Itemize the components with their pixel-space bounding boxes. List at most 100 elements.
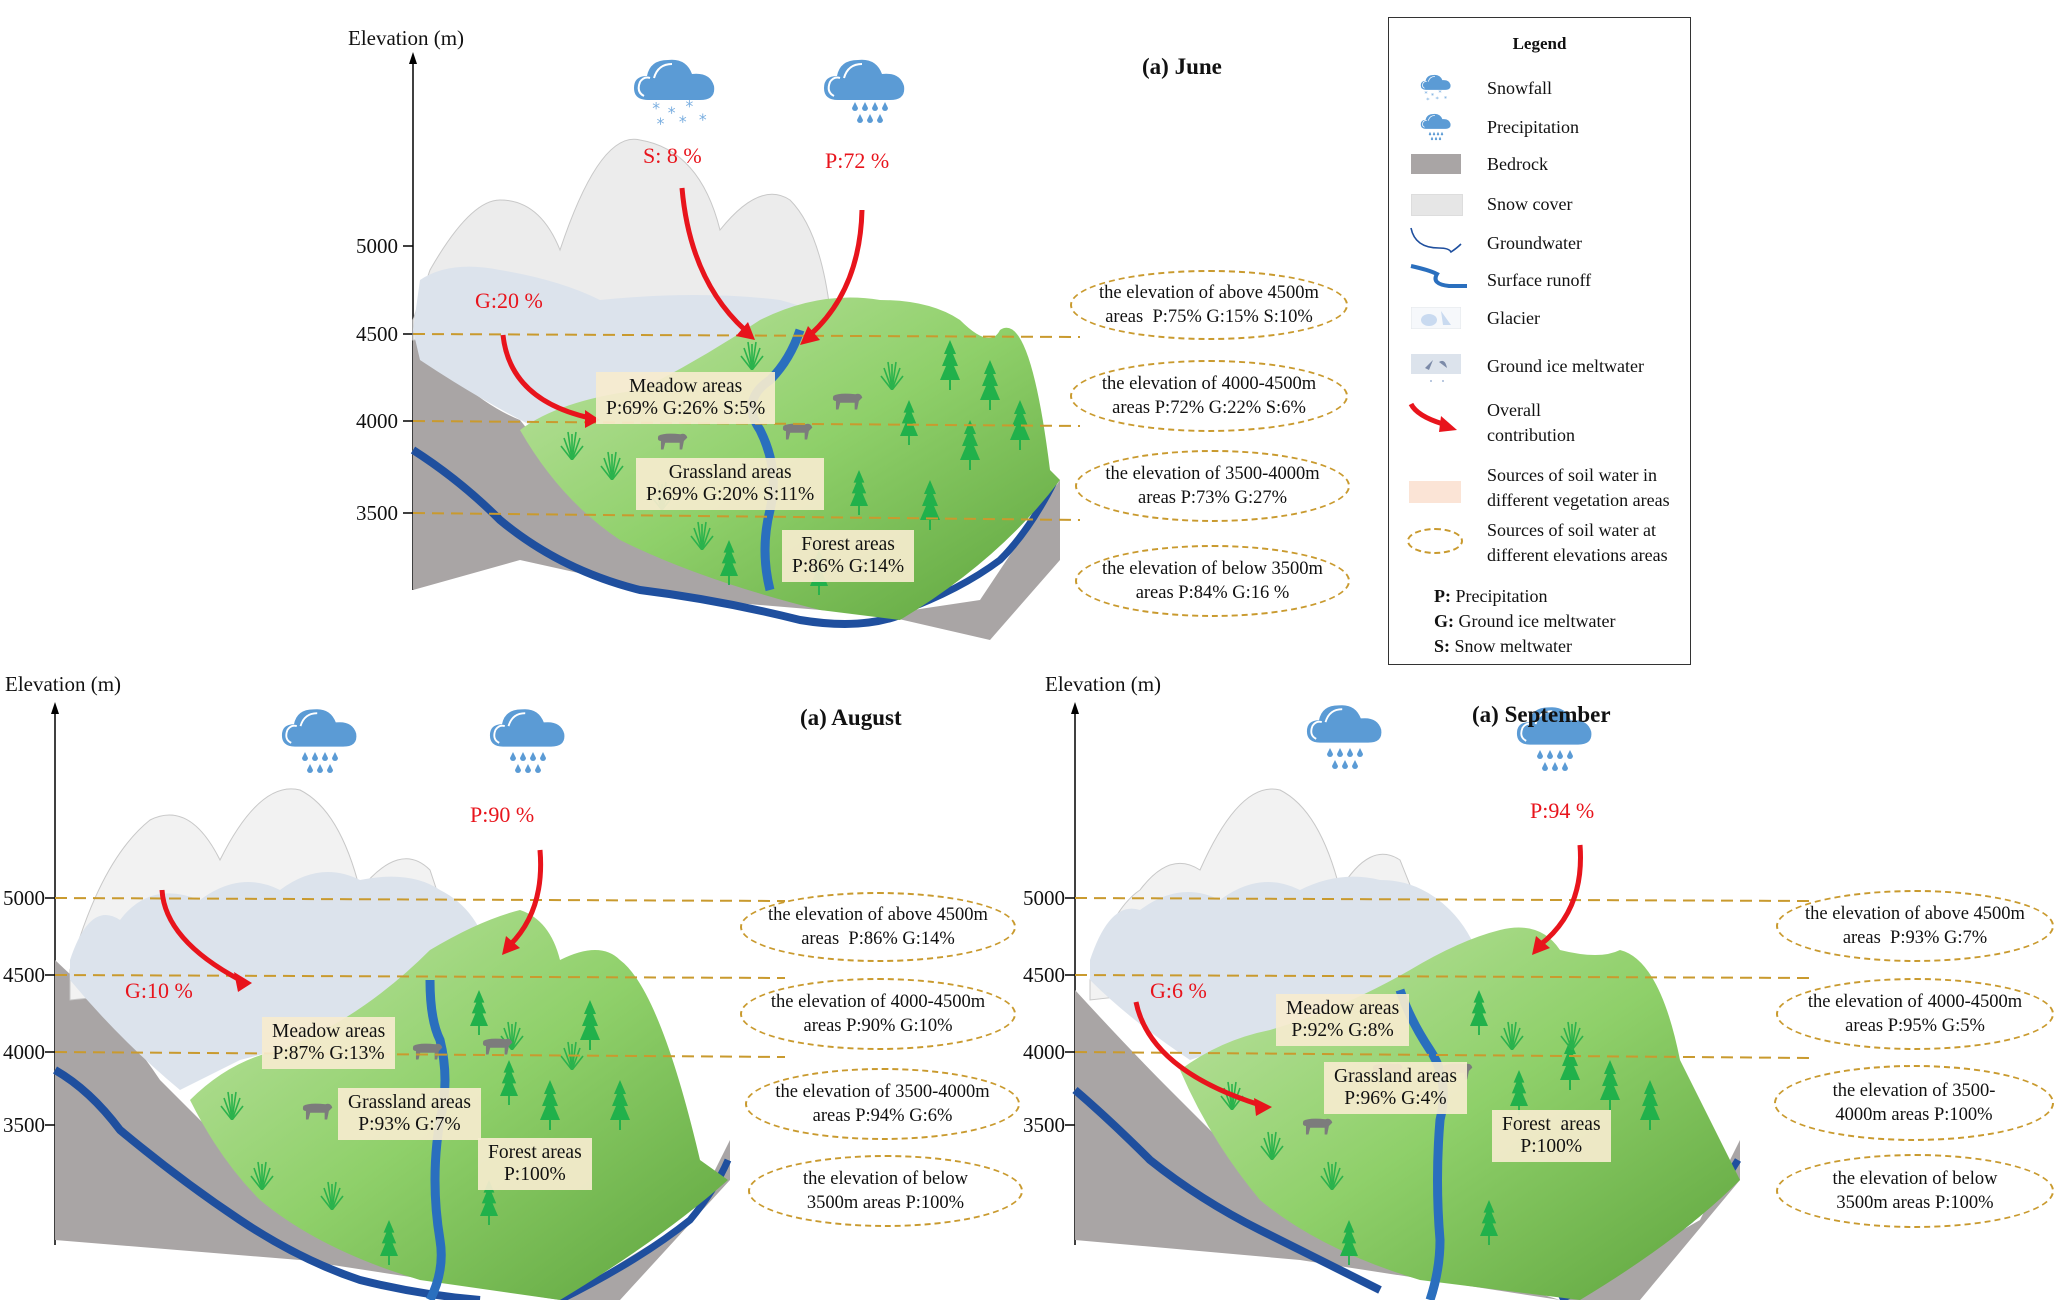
ellipse-line2: 3500m areas P:100% [806, 1193, 965, 1213]
elevation-ellipse-above-4500: the elevation of above 4500m areas P:86%… [740, 892, 1016, 962]
axis-title: Elevation (m) [5, 672, 122, 696]
contribution-arrows [159, 849, 544, 983]
veg-name: Meadow areas [629, 376, 743, 397]
veg-values: P:92% G:8% [1291, 1020, 1394, 1041]
groundwater-channel [410, 446, 902, 628]
veg-name: Meadow areas [1286, 998, 1400, 1019]
abbr-key: P: [1434, 586, 1451, 606]
legend-label-line2: different elevations areas [1487, 545, 1668, 565]
ground-ice-contribution-label: G:6 % [1150, 978, 1207, 1003]
ellipse-line1: the elevation of 4000-4500m [770, 992, 986, 1012]
abbr-key: S: [1434, 636, 1451, 656]
bedrock [55, 960, 730, 1300]
ellipse-line2: areas P:73% G:27% [1138, 488, 1287, 508]
elevation-ellipse-below-3500: the elevation of below 3500m areas P:84%… [1075, 545, 1350, 617]
ellipse-line2: areas P:72% G:22% S:6% [1112, 398, 1306, 418]
tick-4500: 4500 [3, 963, 45, 987]
surface-runoff-icon [1410, 264, 1467, 288]
glacier-swatch [1411, 307, 1461, 329]
tick-3500: 3500 [3, 1113, 45, 1137]
abbr-text: Snow meltwater [1450, 636, 1572, 656]
veg-name: Meadow areas [272, 1021, 386, 1042]
ground-ice-contribution-label: G:10 % [125, 978, 193, 1003]
veg-name: Grassland areas [1334, 1066, 1457, 1087]
legend: Legend Snowfall Precipitation Bedrock Sn… [1388, 17, 1691, 665]
veg-values: P:69% G:26% S:5% [606, 398, 766, 419]
meadow-areas-box: Meadow areas P:87% G:13% [262, 1017, 396, 1069]
tick-4500: 4500 [1023, 963, 1065, 987]
snowfall-cloud-icon [632, 58, 716, 134]
legend-label: Groundwater [1487, 233, 1582, 253]
elevation-ellipse-3500-4000: the elevation of 3500-4000m areas P:73% … [1075, 450, 1350, 522]
tick-5000: 5000 [356, 234, 398, 258]
ellipse-line1: the elevation of above 4500m [1099, 283, 1319, 303]
ellipse-line1: the elevation of 4000-4500m [1807, 992, 2023, 1012]
legend-label: Snow cover [1487, 194, 1573, 214]
elevation-lines [1074, 897, 1811, 1059]
ellipse-line1: the elevation of above 4500m [768, 905, 988, 925]
ellipse-line2: areas P:86% G:14% [801, 929, 955, 949]
precipitation-cloud-icon [822, 58, 906, 123]
snowfall-cloud-icon [1420, 74, 1452, 104]
surface-runoff [1395, 988, 1448, 1300]
tick-4000: 4000 [356, 409, 398, 433]
vegetation-box-swatch [1409, 481, 1461, 503]
contribution-arrows [1133, 844, 1583, 1108]
tick-4500: 4500 [356, 322, 398, 346]
abbreviation-s: S: Snow meltwater [1434, 634, 1572, 659]
ellipse-line2: 3500m areas P:100% [1836, 1193, 1994, 1213]
grassland-areas-box: Grassland areas P:93% G:7% [338, 1088, 481, 1140]
axis-title: Elevation (m) [348, 26, 465, 50]
veg-values: P:100% [1520, 1136, 1583, 1157]
tick-marks [403, 245, 413, 514]
grassland-areas-box: Grassland areas P:96% G:4% [1324, 1062, 1467, 1114]
snow-cover-swatch [1411, 194, 1463, 216]
precipitation-contribution-label: P:72 % [825, 148, 890, 173]
landscape-scene [45, 702, 786, 1300]
tick-marks [1065, 897, 1075, 1126]
snowfall-contribution-label: S: 8 % [643, 143, 702, 168]
precipitation-cloud-icon [280, 708, 358, 773]
elevation-lines [54, 897, 786, 1058]
ellipse-line1: the elevation of below 3500m [1102, 559, 1323, 579]
panel-title: (a) August [800, 705, 902, 730]
veg-name: Grassland areas [668, 462, 792, 483]
veg-name: Forest areas [488, 1142, 582, 1163]
elevation-ellipse-above-4500: the elevation of above 4500m areas P:93%… [1776, 890, 2054, 962]
elevation-ellipse-below-3500: the elevation of below 3500m areas P:100… [748, 1155, 1023, 1227]
abbr-text: Precipitation [1451, 586, 1548, 606]
ellipse-line2: areas P:94% G:6% [812, 1106, 953, 1126]
veg-values: P:96% G:4% [1344, 1088, 1447, 1109]
ellipse-line1: the elevation of below [1832, 1169, 1998, 1189]
ellipse-line1: the elevation of below [803, 1169, 968, 1189]
abbreviation-p: P: Precipitation [1434, 584, 1547, 609]
panel-june: Elevation (m) 5000 4500 4000 3500 (a) Ju… [0, 0, 1380, 650]
elevation-ellipse-4000-4500: the elevation of 4000-4500m areas P:95% … [1776, 978, 2054, 1050]
groundwater-channel [1072, 1086, 1382, 1294]
ellipse-line2: 4000m areas P:100% [1835, 1105, 1993, 1125]
groundwater-channel [53, 1066, 481, 1300]
ellipse-line2: areas P:93% G:7% [1842, 928, 1988, 948]
abbr-key: G: [1434, 611, 1454, 631]
tick-3500: 3500 [1023, 1113, 1065, 1137]
y-axis-arrowhead [409, 52, 417, 64]
panel-september: Elevation (m) 5000 4500 4000 3500 (a) Se… [1023, 660, 2067, 1300]
arrowheads [585, 322, 820, 428]
precipitation-contribution-label: P:94 % [1530, 798, 1595, 823]
arrowheads [234, 936, 520, 992]
ellipse-line2: areas P:84% G:16 % [1135, 583, 1290, 603]
tick-3500: 3500 [356, 501, 398, 525]
glacier-region [1090, 876, 1480, 1060]
elevation-ellipse-3500-4000: the elevation of 3500-4000m areas P:94% … [745, 1068, 1020, 1140]
y-axis-arrowhead [51, 702, 59, 714]
bedrock [413, 330, 1060, 640]
tick-5000: 5000 [1023, 886, 1065, 910]
ellipse-line2: areas P:75% G:15% S:10% [1105, 307, 1313, 327]
precipitation-contribution-label: P:90 % [470, 802, 535, 827]
arrowheads [1254, 936, 1550, 1116]
legend-label: Ground ice meltwater [1487, 356, 1644, 376]
ellipse-line1: the elevation of 3500-4000m [775, 1082, 990, 1102]
veg-values: P:69% G:20% S:11% [646, 484, 815, 505]
bedrock-swatch [1411, 154, 1461, 174]
red-arrow-icon [1408, 402, 1457, 432]
